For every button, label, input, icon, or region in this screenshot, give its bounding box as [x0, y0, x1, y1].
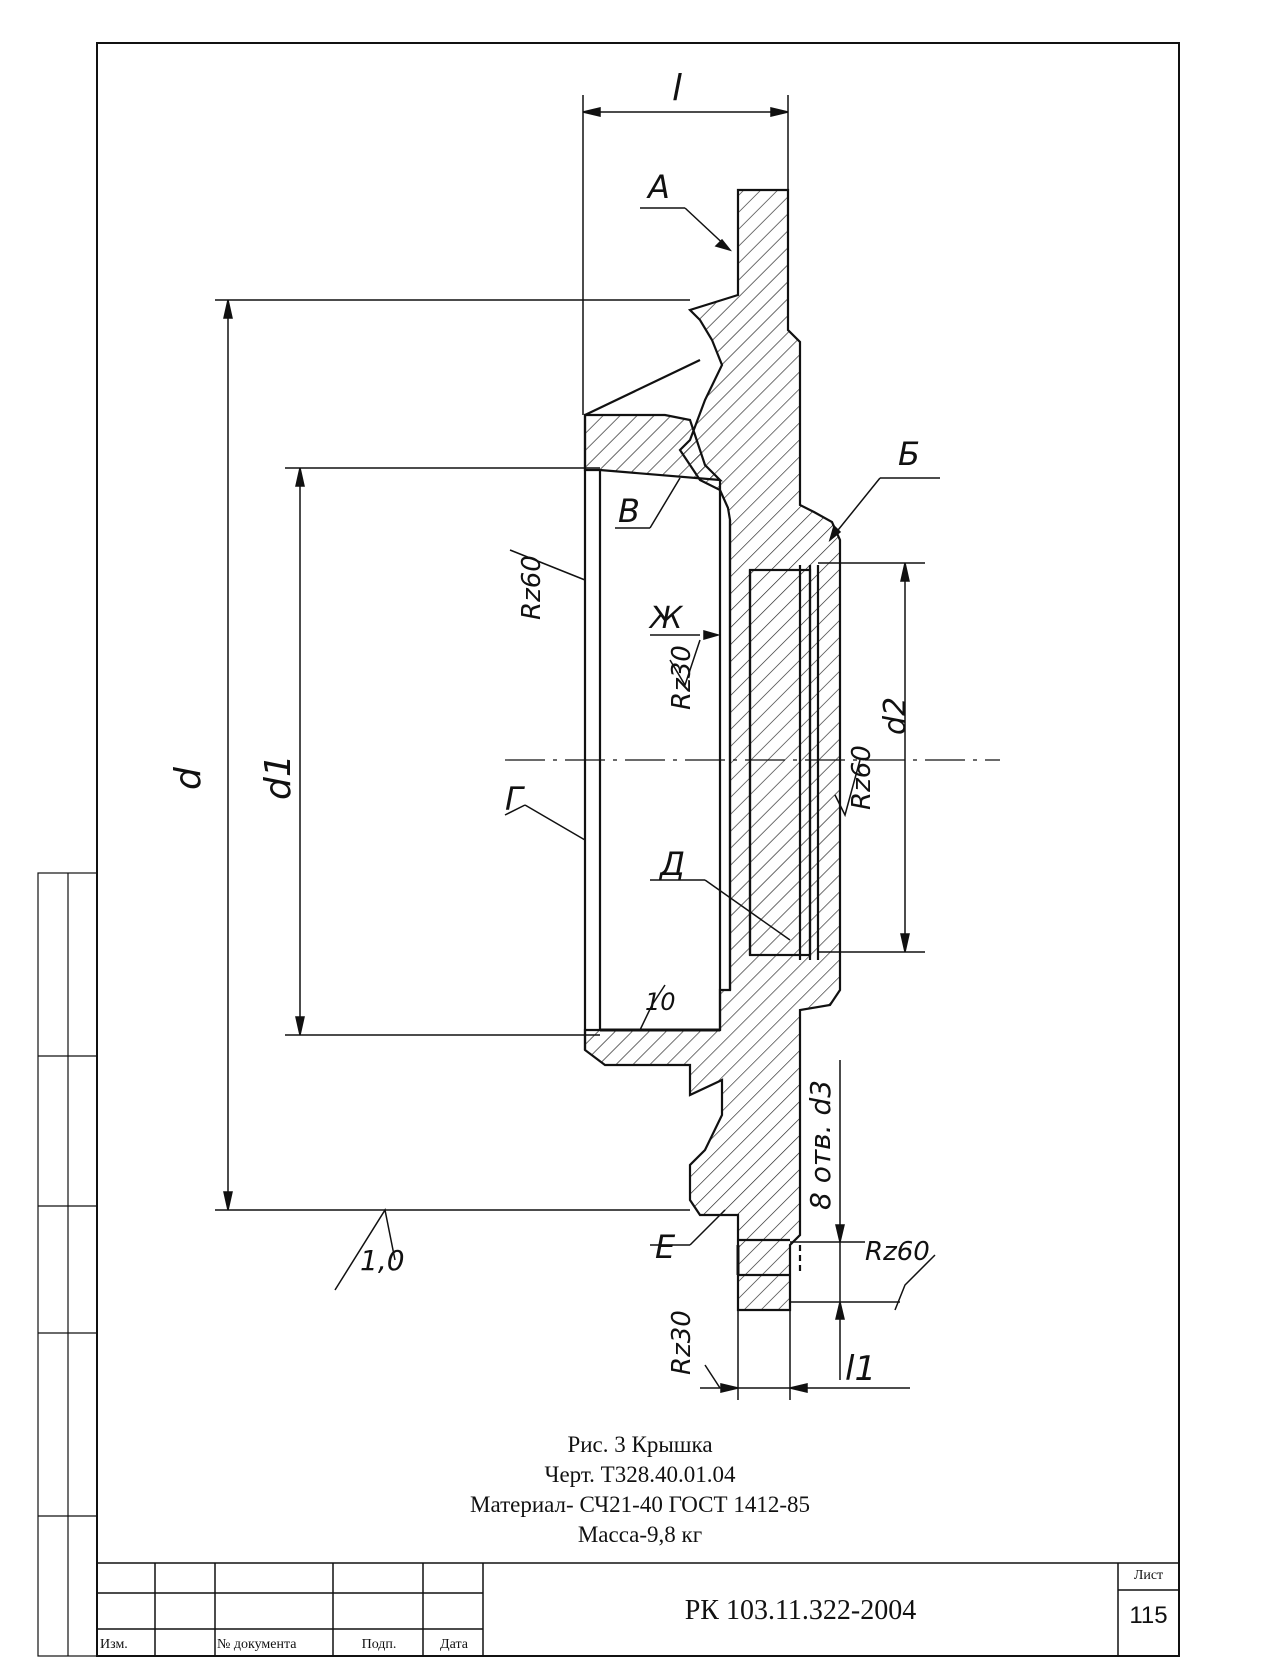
- bore-outlines: [583, 359, 820, 1277]
- roughness-1-0: 1,0: [360, 1244, 405, 1277]
- roughness-10: 10: [645, 988, 676, 1016]
- label-a: А: [646, 168, 670, 206]
- col-doc-number: № документа: [217, 1637, 297, 1652]
- rz60-bottom: Rz60: [865, 1237, 930, 1267]
- label-b: Б: [898, 435, 920, 473]
- rz30-inner: Rz30: [667, 645, 697, 710]
- document-code: РК 103.11.322-2004: [684, 1595, 917, 1626]
- dim-d3-label: 8 отв. d3: [804, 1080, 837, 1210]
- dimension-d2: [818, 562, 925, 953]
- dimension-l1: [700, 1310, 910, 1400]
- dimension-d3: [790, 1060, 900, 1380]
- roughness-marks: [334, 549, 936, 1389]
- label-zh: Ж: [648, 601, 684, 636]
- dimension-l: [582, 95, 789, 415]
- label-e: Е: [655, 1228, 676, 1266]
- rz30-bottom: Rz30: [667, 1310, 697, 1375]
- dim-d2-label: d2: [878, 697, 913, 735]
- caption-material: Материал- СЧ21-40 ГОСТ 1412-85: [470, 1492, 810, 1517]
- rz60-left: Rz60: [517, 555, 547, 620]
- col-signature: Подп.: [361, 1637, 397, 1652]
- dim-l-label: l: [672, 68, 682, 109]
- leader-lines: [504, 207, 940, 1246]
- title-block: [97, 1562, 1179, 1656]
- label-g: Г: [505, 780, 525, 818]
- label-d: Д: [658, 845, 685, 883]
- col-date: Дата: [440, 1637, 468, 1652]
- rz60-right: Rz60: [847, 745, 877, 810]
- binding-strip: [37, 872, 98, 1657]
- caption-mass: Масса-9,8 кг: [577, 1522, 703, 1547]
- dim-d-label: d: [168, 766, 209, 790]
- label-v: В: [618, 492, 640, 530]
- col-izm: Изм.: [100, 1637, 128, 1652]
- caption-title: Рис. 3 Крышка: [567, 1432, 713, 1457]
- part-section-hatched: [583, 188, 842, 1312]
- dimension-d1: [285, 467, 600, 1036]
- sheet-label: Лист: [1133, 1568, 1164, 1583]
- caption-drawing-number: Черт. Т328.40.01.04: [544, 1462, 736, 1487]
- sheet-number: 115: [1129, 1602, 1168, 1629]
- dimension-d: [215, 299, 690, 1211]
- dim-l1-label: l1: [845, 1349, 876, 1389]
- dim-d1-label: d1: [258, 754, 299, 800]
- sheet-frame: [96, 42, 1180, 1657]
